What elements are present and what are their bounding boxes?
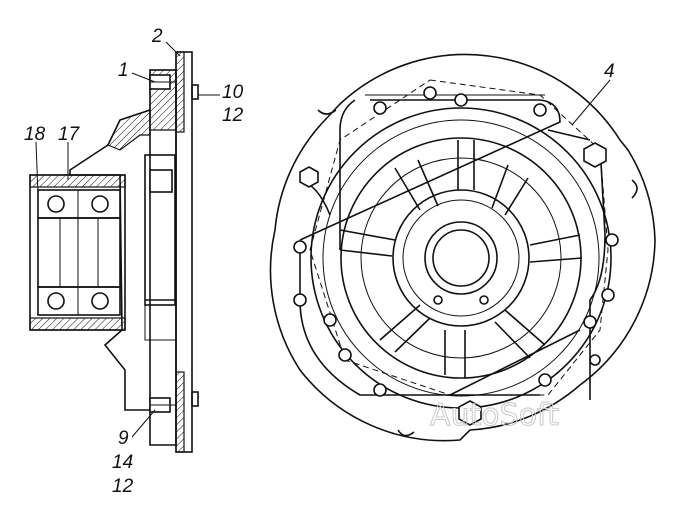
flange-hatch-top [175,51,185,133]
inner-recess [144,299,177,341]
bolt-hole-3 [373,101,387,115]
callouts: 2 1 10 12 18 17 4 9 14 12 [24,26,615,497]
bolt-hole-4 [533,103,547,117]
clamp-band-right [589,144,606,400]
callout-12-top: 12 [222,105,244,126]
nut-10 [191,84,199,100]
bolt-circle [309,79,609,396]
spoke-left [339,229,396,257]
leader-4 [571,79,611,126]
bolt-hole-14 [589,354,601,366]
ball-top-left [47,195,65,213]
clamp-strap [449,329,581,396]
nut-bottom [191,391,199,407]
bolt-hole-8 [538,373,552,387]
spoke-bottom-right [494,309,546,359]
leader-1 [131,72,156,83]
spoke-top-left [394,159,439,211]
ball-bottom-right [91,292,109,310]
callout-10: 10 [222,82,244,103]
spoke-top [457,140,475,190]
spoke-right [529,234,583,263]
bolt-hole-10 [373,383,387,397]
clamp-band-left [339,99,356,250]
hub-outer [392,189,530,327]
outer-ring [310,107,612,409]
bearing-housing-hatch-bottom [29,317,126,331]
inner-nut [149,169,173,193]
callout-9: 9 [118,428,129,449]
spoke-bottom [444,330,466,378]
notch-bottom [397,429,415,437]
bolt-hole-6 [601,288,615,302]
bearing-bore [37,217,121,288]
spoke-bottom-left [379,304,431,353]
hex-bolt-right [583,142,607,168]
outer-disc [269,53,656,442]
housing-inner [144,154,176,306]
hub-bore-inner [432,229,490,287]
hub-bore [424,221,498,295]
callout-14: 14 [112,452,133,473]
callout-2: 2 [151,26,163,47]
leader-2 [165,41,181,57]
bolt-hole-9 [338,348,352,362]
watermark: AutoSoft [430,398,559,433]
bolt-hole-2 [454,93,468,107]
section-view [29,51,199,453]
callout-1: 1 [118,60,129,81]
hub-outer-inner [402,199,520,317]
front-view [269,53,656,442]
bolt-hole-7 [583,315,597,329]
bearing-housing-hatch-top [29,174,126,188]
spoke-top-right [491,164,529,216]
bolt-hole-12 [293,293,307,307]
hub-hole-right [479,295,489,305]
bolt-hole-11 [293,240,307,254]
outer-ring-inner [322,119,600,397]
callout-12-bottom: 12 [112,476,134,497]
bolt-hole-5 [605,233,619,247]
leader-9 [131,409,156,438]
callout-4: 4 [604,61,615,82]
leader-lines [35,41,611,438]
callout-18: 18 [24,124,46,145]
hub-hole-left [433,295,443,305]
bolt-hole-13 [323,313,337,327]
notch-right [631,179,638,199]
clamp-strap-right [547,129,591,141]
callout-17: 17 [58,124,81,145]
hex-bolt-bottom [458,400,482,426]
mid-ring-inner [360,157,562,359]
housing-cone [69,109,151,411]
ball-top-right [91,195,109,213]
housing-cone-hatch [107,109,151,151]
hex-bolt-left [299,166,319,188]
bolt-hole-1 [423,86,437,100]
clamp-band-top [299,99,561,241]
leader-18 [35,141,39,196]
notch-top-left [317,109,337,115]
flange-hatch-bottom [175,371,185,453]
mid-ring [340,137,582,379]
ball-bottom-left [47,292,65,310]
